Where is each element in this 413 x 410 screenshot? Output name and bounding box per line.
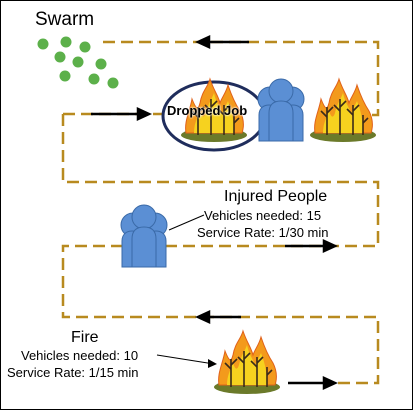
swarm-dot-icon — [88, 73, 100, 85]
swarm-dot-icon — [107, 77, 119, 89]
people-icon — [120, 204, 168, 268]
swarm-dot-icon — [79, 41, 91, 53]
swarm-dot-icon — [59, 70, 71, 82]
injured-pointer-line — [168, 214, 205, 231]
swarm-dot-icon — [95, 58, 107, 70]
swarm-title: Swarm — [35, 9, 95, 30]
injured-vehicles-needed: Vehicles needed: 15 — [204, 208, 322, 223]
fire-title: Fire — [71, 329, 99, 346]
swarm-dots — [37, 36, 119, 89]
arrow-icon — [91, 35, 339, 390]
people-icon — [257, 78, 305, 142]
fire-icon — [213, 330, 281, 395]
fire-pointer-line — [156, 354, 215, 365]
fire-service-rate: Service Rate: 1/15 min — [7, 365, 139, 380]
injured-title: Injured People — [224, 188, 328, 205]
dropped-job-label: Dropped Job — [167, 103, 248, 118]
swarm-dot-icon — [37, 38, 49, 50]
fire-icon — [309, 78, 377, 143]
swarm-dot-icon — [60, 36, 72, 48]
pointer-arrowhead — [208, 359, 217, 368]
injured-service-rate: Service Rate: 1/30 min — [197, 225, 329, 240]
swarm-dot-icon — [54, 51, 66, 63]
swarm-dot-icon — [72, 56, 84, 68]
fire-vehicles-needed: Vehicles needed: 10 — [21, 348, 139, 363]
